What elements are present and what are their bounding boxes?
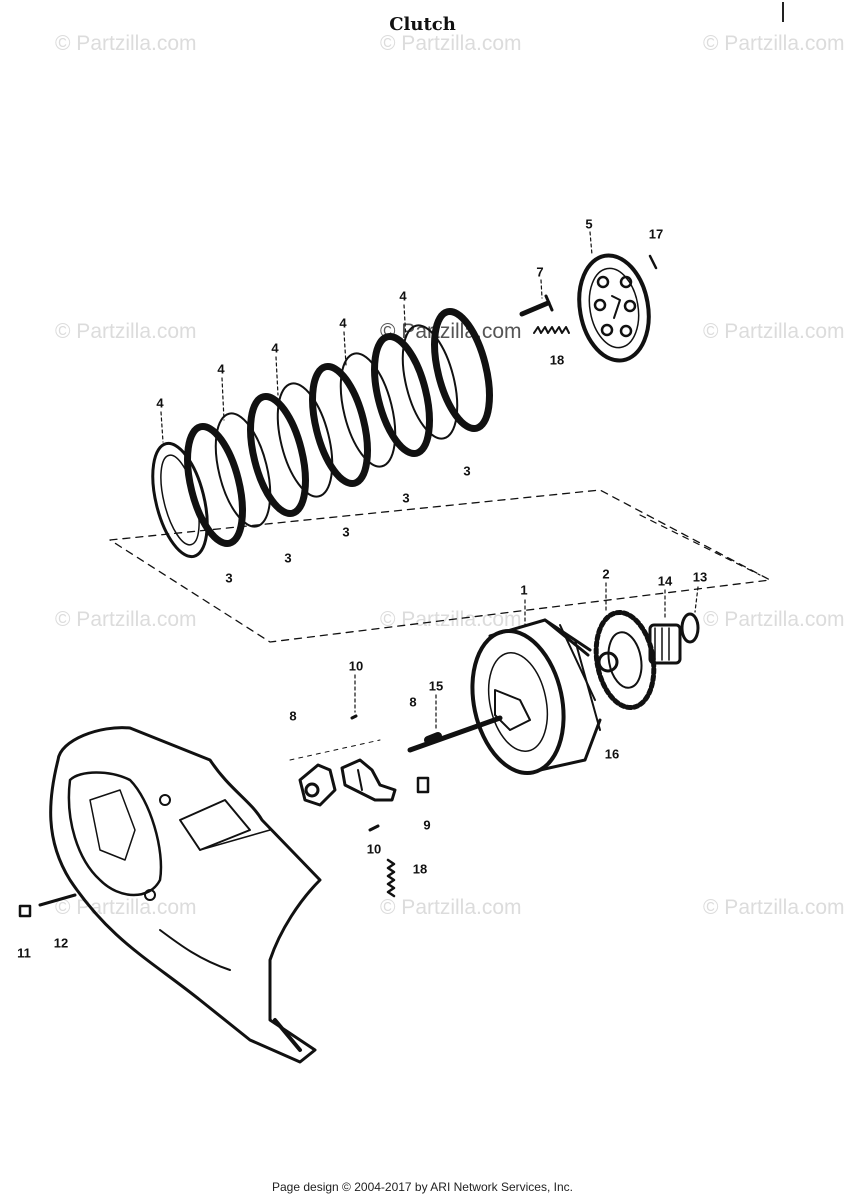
callout-4: 4: [399, 288, 407, 304]
leader-lines: [160, 231, 699, 731]
page-footer: Page design © 2004-2017 by ARI Network S…: [271, 1180, 573, 1194]
callout-1: 1: [520, 582, 528, 598]
callout-2: 2: [602, 566, 610, 582]
callout-4: 4: [271, 340, 279, 356]
callout-17: 17: [648, 226, 664, 242]
callout-3: 3: [463, 463, 471, 479]
callout-4: 4: [156, 395, 164, 411]
callout-13: 13: [692, 569, 708, 585]
callout-7: 7: [536, 264, 544, 280]
adjuster-screw-12: [38, 893, 77, 907]
callout-8: 8: [409, 694, 417, 710]
bolt-7: [519, 294, 554, 317]
callout-5: 5: [585, 216, 593, 232]
callout-10: 10: [348, 658, 364, 674]
watermark: © Partzilla.com: [703, 608, 845, 631]
crankcase-cover: [49, 726, 322, 1064]
pressure-plate: [577, 253, 651, 363]
callout-15: 15: [428, 678, 444, 694]
watermark: © Partzilla.com: [55, 608, 197, 631]
watermark: © Partzilla.com: [55, 320, 197, 343]
callout-4: 4: [339, 315, 347, 331]
watermark: © Partzilla.com: [703, 896, 845, 919]
clutch-plate-stack: [151, 307, 493, 559]
screw-17: [648, 254, 658, 270]
callout-14: 14: [657, 573, 673, 589]
callout-3: 3: [284, 550, 292, 566]
push-rod-15: [407, 715, 503, 753]
callout-4: 4: [217, 361, 225, 377]
callout-11: 11: [17, 945, 31, 961]
callout-3: 3: [342, 524, 350, 540]
callout-8: 8: [289, 708, 297, 724]
release-mechanism: [289, 714, 430, 832]
primary-driven-gear: [593, 609, 657, 711]
callout-9: 9: [423, 817, 431, 833]
spring-18-upper: [533, 326, 570, 334]
watermark: © Partzilla.com: [380, 32, 522, 55]
callout-18: 18: [412, 861, 428, 877]
callout-16: 16: [604, 746, 620, 762]
watermark: © Partzilla.com: [703, 320, 845, 343]
corner-mark: [782, 2, 784, 22]
sleeve-14: [648, 623, 682, 665]
page-title: Clutch: [389, 14, 456, 35]
plates-group-box: [109, 489, 771, 643]
callout-3: 3: [402, 490, 410, 506]
watermark: © Partzilla.com: [55, 32, 197, 55]
washer-13: [680, 612, 700, 644]
watermark: © Partzilla.com: [55, 896, 197, 919]
nut-11: [18, 904, 32, 918]
callout-12: 12: [53, 935, 69, 951]
watermark: © Partzilla.com: [703, 32, 845, 55]
spring-18-lower: [386, 858, 396, 898]
callout-3: 3: [225, 570, 233, 586]
watermark: © Partzilla.com: [380, 896, 522, 919]
callout-10: 10: [366, 841, 382, 857]
callout-18: 18: [549, 352, 565, 368]
clutch-housing: [470, 618, 602, 776]
alignment-line: [639, 514, 761, 576]
